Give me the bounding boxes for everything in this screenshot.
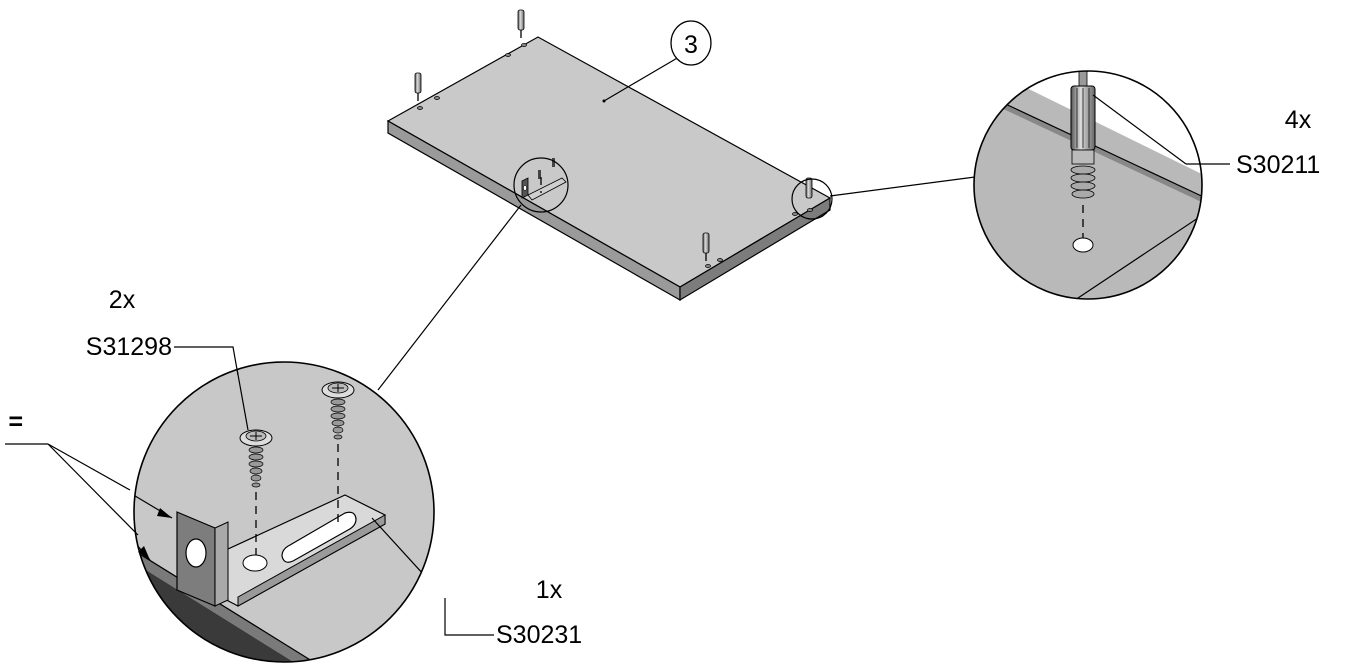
screw-qty: 2x: [109, 286, 136, 314]
zoom-detail-cam-pin: [973, 70, 1203, 300]
panel-side-edge: [679, 196, 831, 302]
detail-circle-pin: [791, 178, 833, 220]
screw-leader: [174, 346, 239, 376]
zoom-connector-right: [829, 176, 976, 197]
cam-pin-qty: 4x: [1285, 106, 1312, 134]
panel-holes: [417, 43, 813, 268]
zoom-detail-bracket: [133, 361, 435, 663]
screw-icon: [321, 381, 355, 528]
screw-part-number: S31298: [86, 333, 172, 361]
bracket-leader: [444, 598, 494, 636]
panel-3: [386, 9, 833, 302]
cam-pin-icon: [805, 177, 813, 199]
cam-pin-icon: [517, 9, 525, 40]
cam-pin-icon: [702, 232, 710, 262]
equal-flag-icon: =: [5, 408, 172, 560]
cam-pin-part-number: S30211: [1236, 151, 1320, 179]
zoom-connector-left: [377, 204, 522, 391]
bracket-qty: 1x: [536, 576, 563, 604]
panel-number-label: 3: [684, 31, 698, 59]
detail-circle-bracket: [513, 157, 569, 213]
panel-leader-line: [603, 56, 680, 102]
flag-symbol: =: [8, 408, 23, 436]
bracket-small-icon: [521, 158, 567, 201]
cam-pin-icon: [414, 72, 422, 103]
screw-icon: [239, 429, 273, 555]
bracket-part-number: S30231: [496, 621, 582, 649]
panel-number-badge: 3: [670, 20, 712, 66]
